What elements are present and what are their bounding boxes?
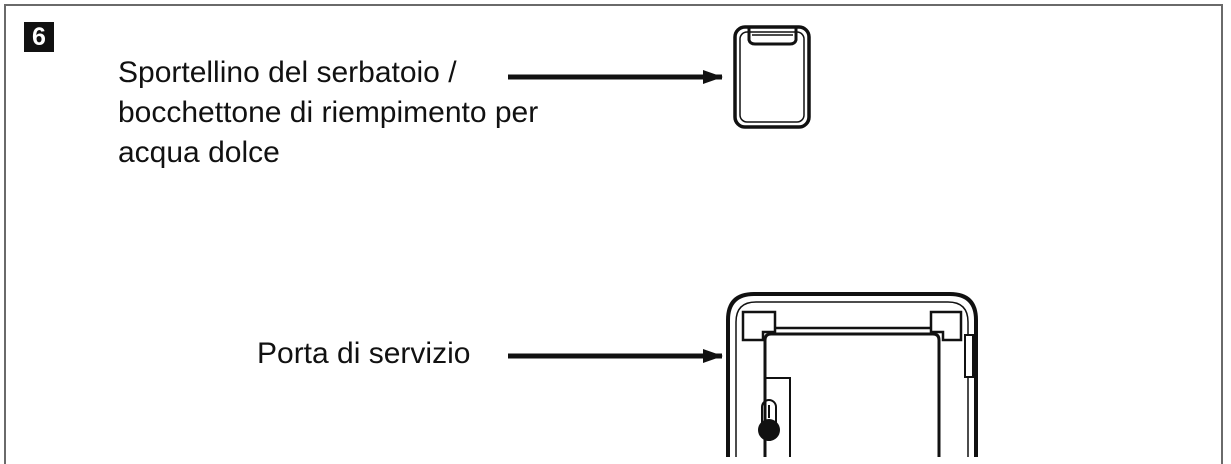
service-door-label: Porta di servizio	[257, 337, 471, 370]
tank-door-label-line-2: bocchettone di riempimento per	[118, 96, 539, 129]
tank-door-label: Sportellino del serbatoio / bocchettone …	[118, 53, 538, 173]
step-number-badge: 6	[24, 22, 54, 52]
diagram-frame	[4, 4, 1223, 464]
tank-door-label-line-1: Sportellino del serbatoio /	[118, 56, 457, 89]
fresh-water-tank-door-icon	[733, 25, 811, 129]
service-door-icon	[726, 292, 978, 457]
tank-door-label-line-3: acqua dolce	[118, 136, 280, 169]
